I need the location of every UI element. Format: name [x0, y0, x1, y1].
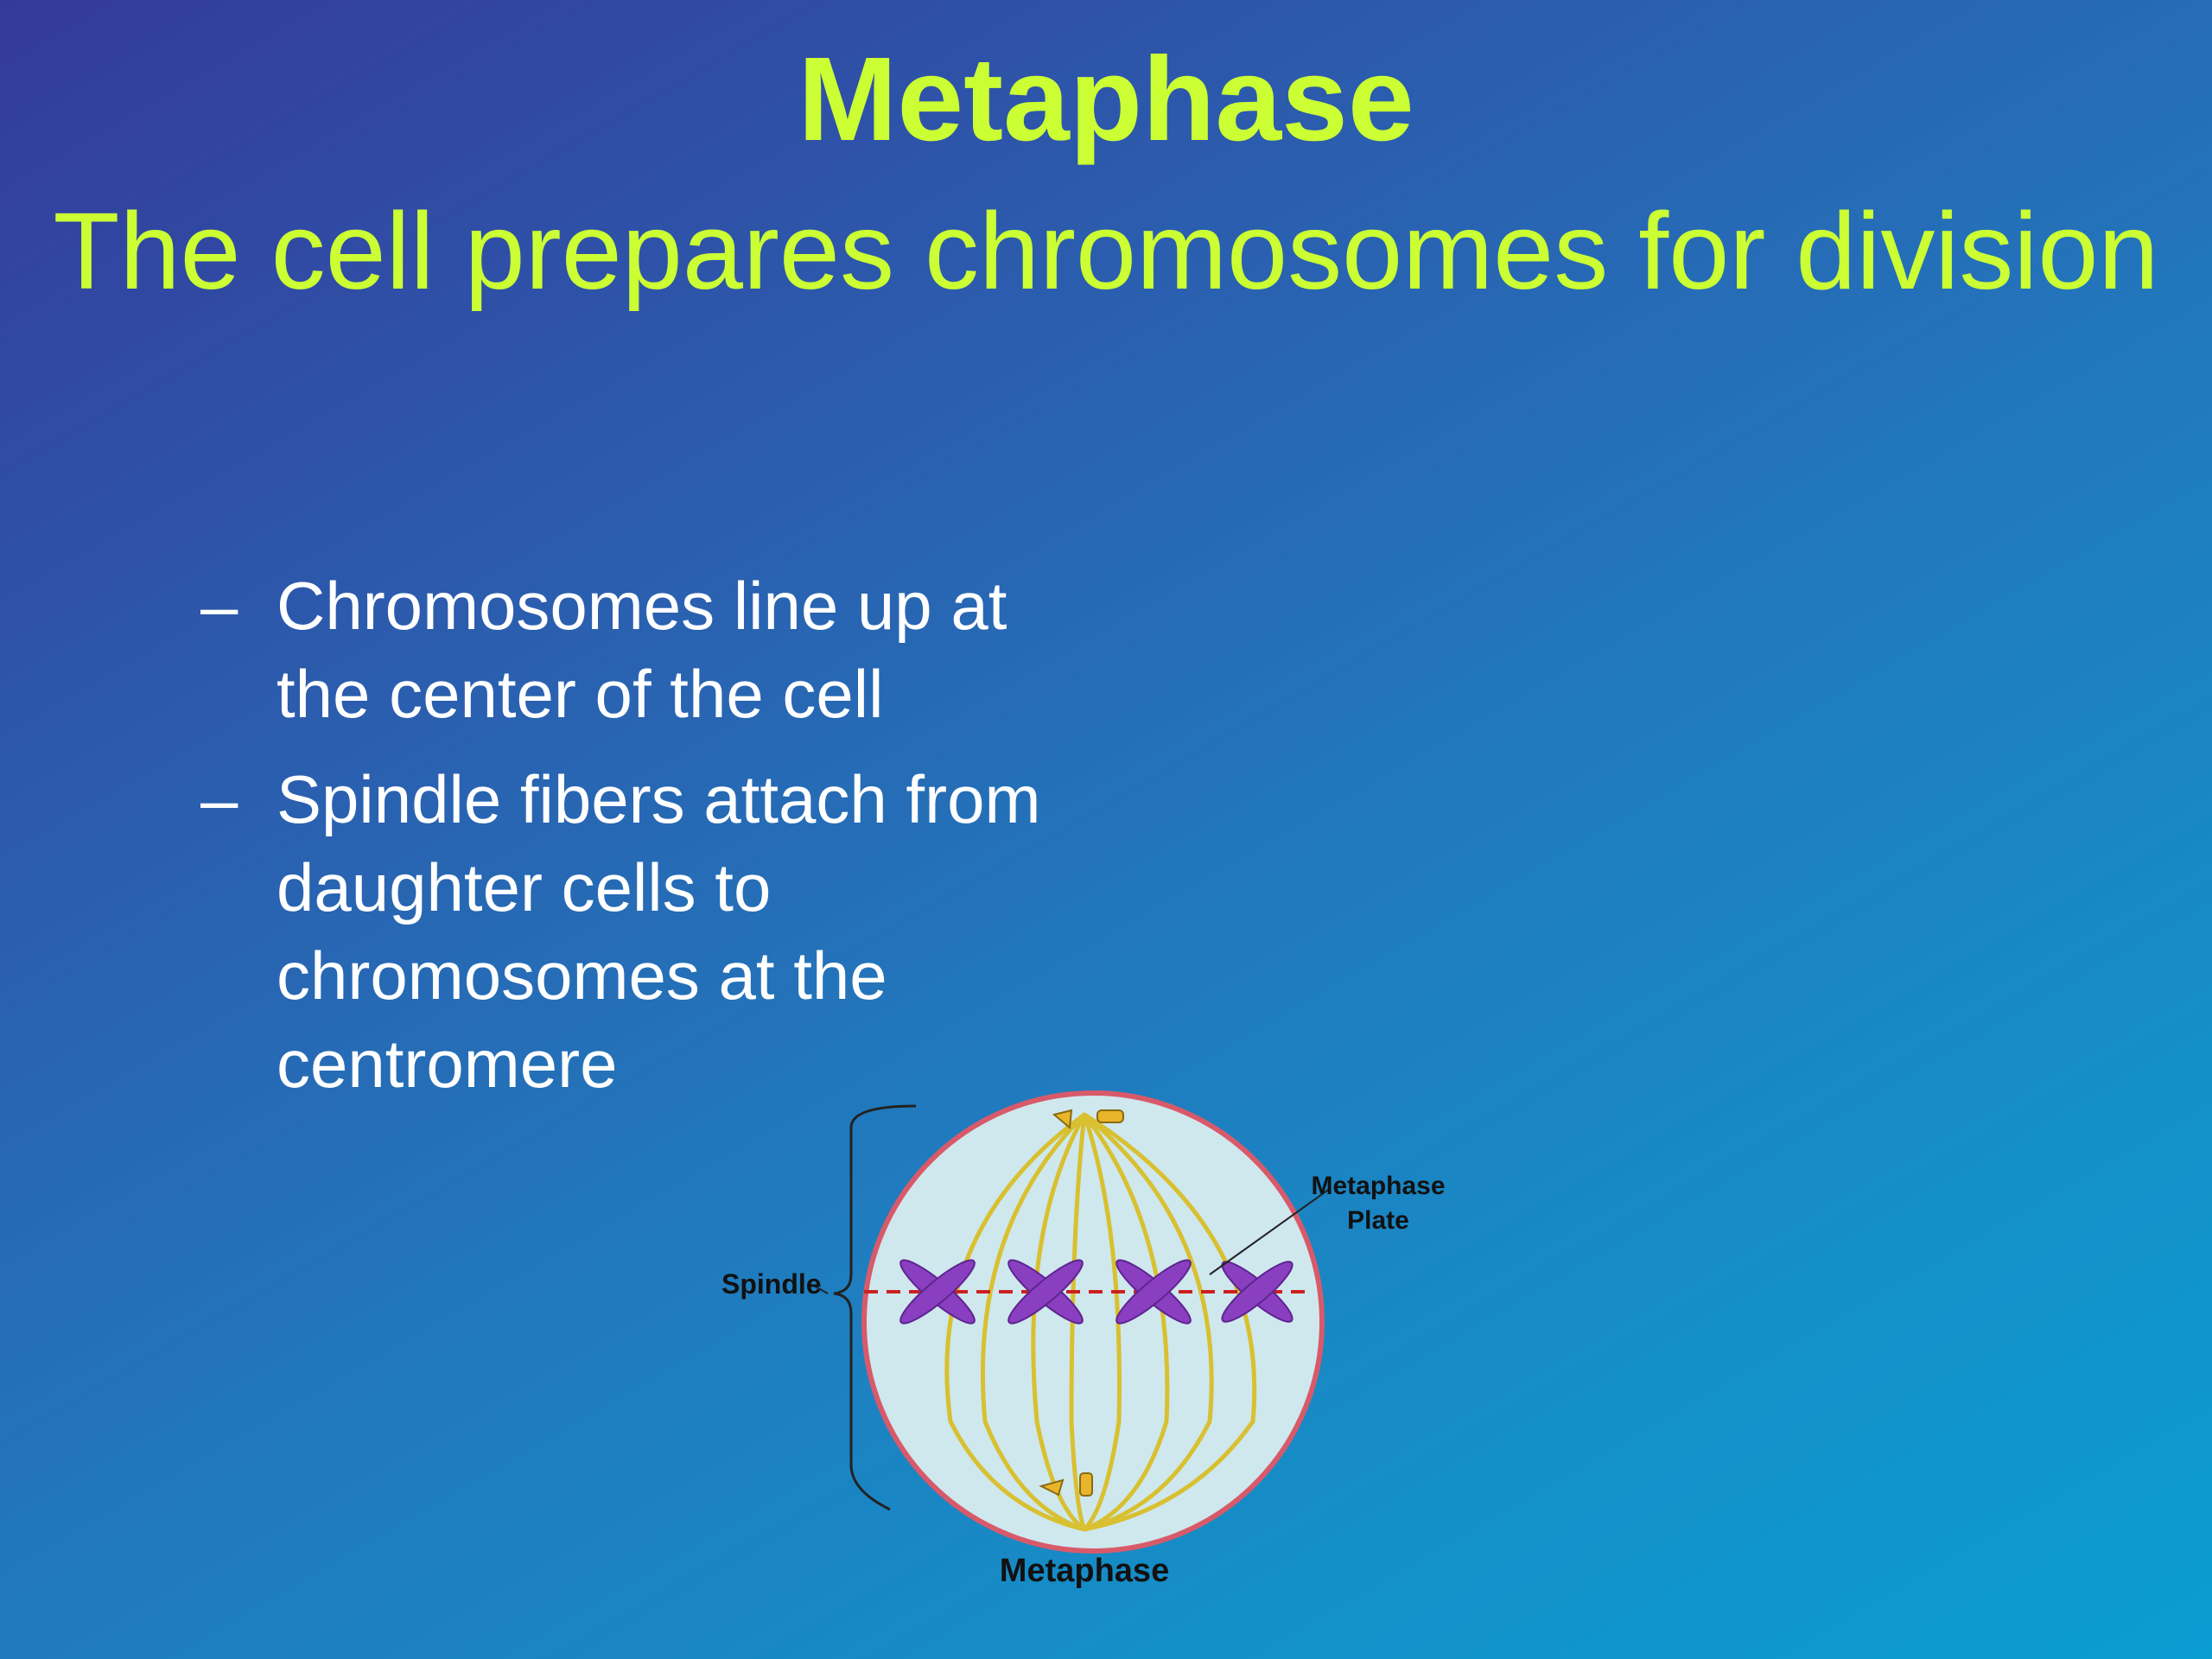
bullet-dash: –	[200, 761, 238, 837]
chromosome	[1116, 1259, 1192, 1325]
metaphase-plate-label-line1: Metaphase	[1311, 1172, 1445, 1200]
slide-title: Metaphase	[798, 33, 1414, 166]
bullet-dash: –	[200, 568, 238, 644]
slide-subtitle: The cell prepares chromosomes for divisi…	[53, 190, 2159, 312]
spindle-label: Spindle	[721, 1268, 822, 1300]
spindle-bracket	[833, 1104, 917, 1511]
bullet-text: Spindle fibers attach from daughter cell…	[276, 761, 1041, 1102]
metaphase-plate-label-line2: Plate	[1347, 1206, 1409, 1235]
chromosome	[1007, 1259, 1084, 1325]
metaphase-diagram: Spindle Metaphase Plate Metaphase	[721, 1090, 1446, 1589]
bullet-item: – Chromosomes line up at the center of t…	[200, 562, 1065, 738]
bullet-list: – Chromosomes line up at the center of t…	[200, 562, 1065, 1125]
bullet-text: Chromosomes line up at the center of the…	[276, 568, 1007, 732]
spindle-fibers	[944, 1112, 1257, 1532]
bullet-item: – Spindle fibers attach from daughter ce…	[200, 755, 1065, 1108]
chromosome	[1221, 1261, 1294, 1323]
chromosome	[899, 1259, 976, 1325]
plate-pointer-line	[1209, 1187, 1332, 1275]
centriole-bottom	[1039, 1472, 1093, 1497]
centriole-top	[1052, 1109, 1124, 1129]
diagram-caption: Metaphase	[1000, 1553, 1169, 1589]
cell-membrane	[861, 1090, 1325, 1554]
